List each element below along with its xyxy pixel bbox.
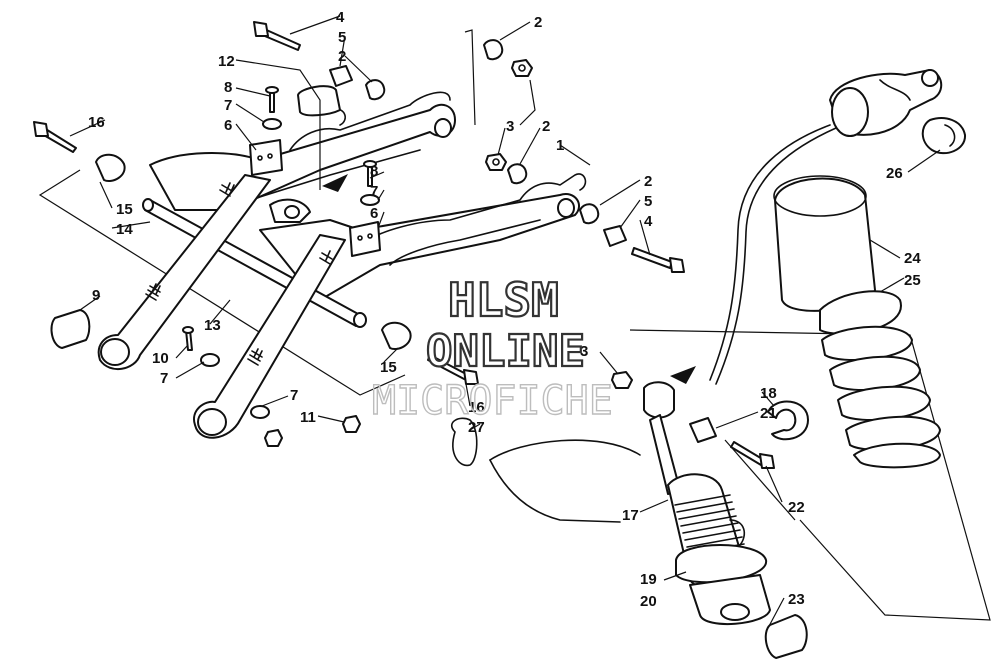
- washer-7-lower-left: [200, 353, 220, 367]
- callout-10: 10: [152, 350, 169, 367]
- coil-spring: [819, 290, 941, 469]
- hose-loop-27: [450, 417, 641, 523]
- callout-13: 13: [204, 317, 221, 334]
- callout-9: 9: [92, 287, 100, 304]
- section-outline-left: [38, 29, 476, 396]
- callout-labels: 4 5 2 12 8 7 6 2 3 2 1 8 7 6 2 5 4 16 15…: [88, 9, 921, 610]
- callout-17: 17: [622, 507, 639, 524]
- callout-22: 22: [788, 499, 805, 516]
- bump-boot: [773, 175, 876, 312]
- section-outline-right: [629, 329, 991, 621]
- callout-11: 11: [300, 409, 316, 426]
- washer-7-upper: [262, 118, 282, 130]
- bracket-lower: [349, 221, 381, 257]
- link-arm-left: [97, 174, 271, 370]
- bushing-15-left: [95, 153, 126, 182]
- callout-19: 19: [640, 571, 657, 588]
- bracket-upper: [249, 139, 283, 176]
- direction-arrow-lower: [670, 366, 696, 384]
- watermark-line3: MICROFICHE: [372, 378, 613, 424]
- washer-7-lower: [250, 405, 270, 419]
- callout-24: 24: [904, 250, 921, 267]
- callout-15: 15: [116, 201, 133, 218]
- link-arm-right: [193, 234, 346, 439]
- bolt-8-mid: [363, 160, 377, 187]
- callout-3: 3: [580, 343, 588, 360]
- bushing-2-upper-right: [483, 39, 504, 61]
- nut-3-lower: [611, 371, 633, 389]
- callout-3: 3: [506, 118, 514, 135]
- callout-2: 2: [644, 173, 652, 190]
- nut-3: [485, 153, 507, 171]
- callout-27: 27: [468, 419, 485, 436]
- callout-21: 21: [760, 405, 777, 422]
- callout-26: 26: [886, 165, 903, 182]
- shock-absorber: [643, 381, 771, 626]
- nut-2-upper-right: [511, 59, 533, 77]
- bushing-2-mid: [507, 163, 528, 185]
- reservoir: [829, 69, 967, 155]
- callout-2: 2: [542, 118, 550, 135]
- callout-23: 23: [788, 591, 805, 608]
- bolt-10: [182, 326, 194, 351]
- watermark-line2: ONLINE: [426, 326, 585, 377]
- bushing-21: [689, 417, 717, 443]
- callout-4: 4: [644, 213, 653, 230]
- mount-bracket-center: [219, 182, 333, 265]
- callout-18: 18: [760, 385, 777, 402]
- callout-16: 16: [88, 114, 105, 131]
- callout-25: 25: [904, 272, 921, 289]
- bolt-right: [631, 247, 685, 273]
- callout-16: 16: [468, 399, 485, 416]
- callout-6: 6: [370, 205, 378, 222]
- cover-12: [297, 85, 341, 117]
- bushing-2-top: [365, 79, 386, 101]
- bolt-16-left: [33, 121, 77, 153]
- clip-18: [767, 400, 809, 441]
- callout-7: 7: [290, 387, 298, 404]
- callout-8: 8: [370, 163, 378, 180]
- bolt-16-right: [427, 354, 479, 385]
- direction-arrow-upper: [322, 174, 348, 192]
- watermark: HLSM ONLINE MICROFICHE: [371, 272, 613, 425]
- callout-14: 14: [116, 221, 133, 238]
- callout-1: 1: [556, 137, 564, 154]
- callout-8: 8: [224, 79, 232, 96]
- callout-2: 2: [534, 14, 542, 31]
- callout-12: 12: [218, 53, 235, 70]
- callout-7: 7: [160, 370, 168, 387]
- bushing-9: [50, 309, 91, 349]
- callout-6: 6: [224, 117, 232, 134]
- callout-4: 4: [336, 9, 345, 26]
- callout-20: 20: [640, 593, 657, 610]
- nut-11-right: [342, 415, 361, 433]
- bushing-5-top: [329, 65, 353, 87]
- upper-a-arm: [149, 91, 587, 301]
- callout-15: 15: [380, 359, 397, 376]
- bushing-2-right: [579, 203, 600, 225]
- bushing-5-right: [603, 225, 627, 247]
- callout-2: 2: [338, 48, 346, 65]
- watermark-line1: HLSM: [448, 273, 559, 327]
- leader-lines: [69, 15, 941, 629]
- callout-7: 7: [224, 97, 232, 114]
- bushing-15-right: [381, 321, 412, 350]
- reservoir-hose: [709, 124, 837, 385]
- washer-7-mid: [360, 194, 380, 206]
- bolt-22: [730, 441, 775, 469]
- callout-7: 7: [370, 183, 378, 200]
- bolt-top: [253, 21, 301, 51]
- callout-5: 5: [644, 193, 652, 210]
- callout-5: 5: [338, 29, 346, 46]
- bolt-8-upper: [265, 86, 279, 113]
- bushing-23: [764, 614, 808, 659]
- nut-11-left: [264, 429, 283, 447]
